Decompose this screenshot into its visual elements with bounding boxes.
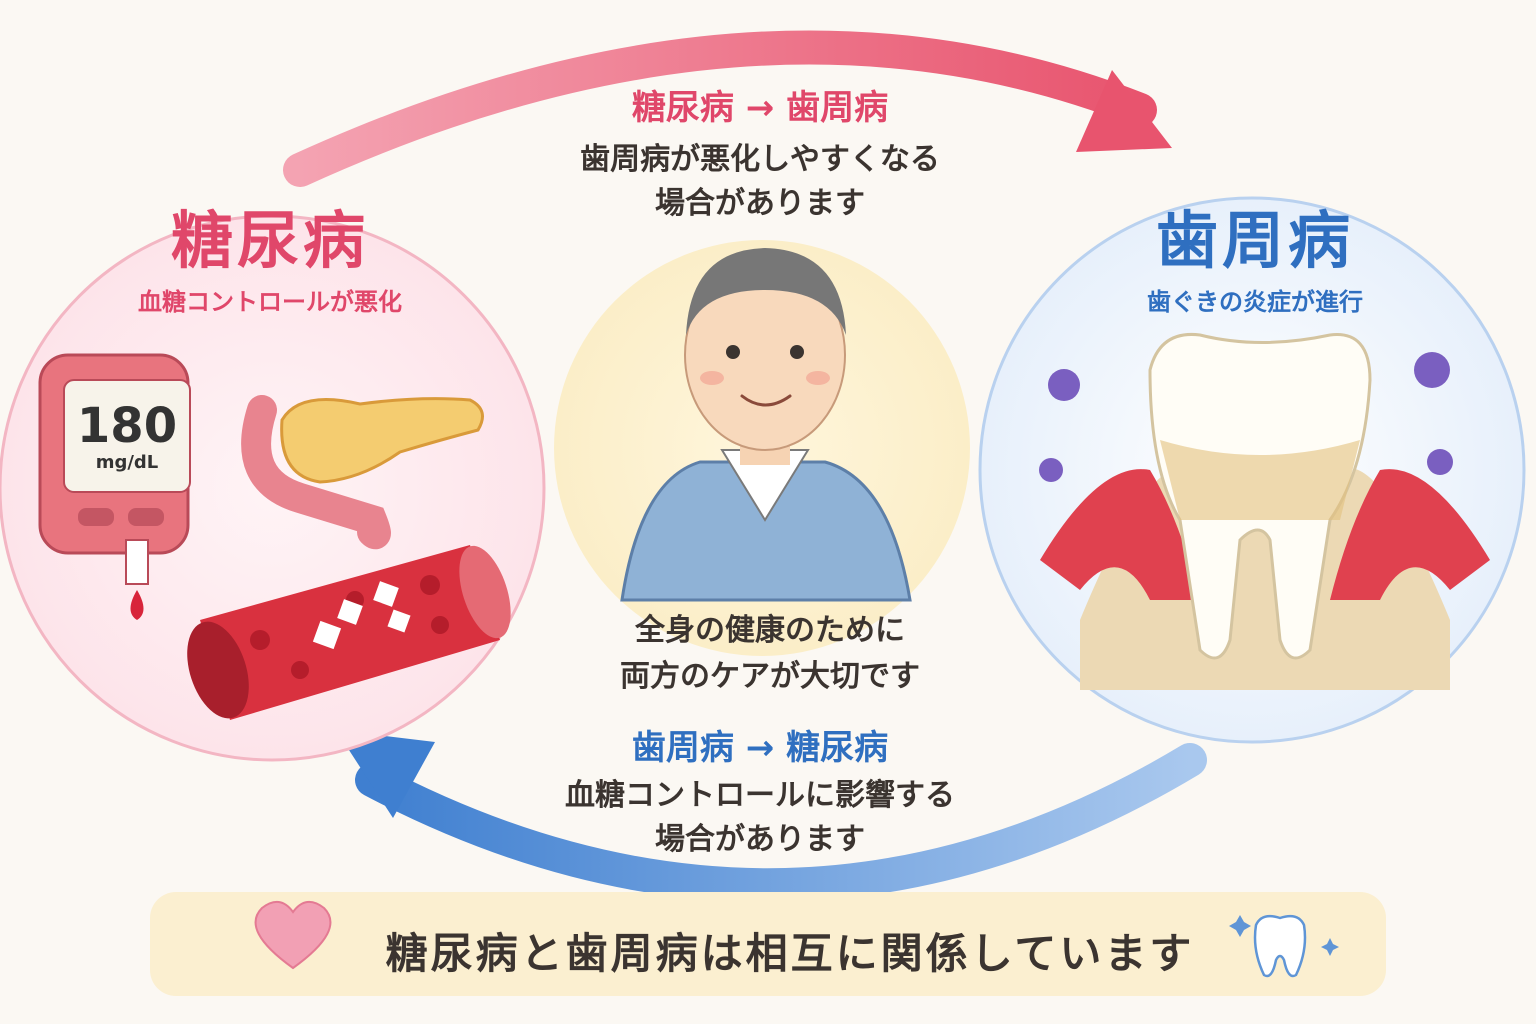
bot-desc-line1: 血糖コントロールに影響する [565,778,955,813]
blood-vessel-icon [187,545,511,720]
top-arrow-description: 歯周病が悪化しやすくなる 場合があります [500,138,1020,226]
periodontal-title: 歯周病 [1155,204,1354,277]
glucose-meter-icon [38,353,191,620]
person-icon [620,248,912,602]
arrow-periodontal-to-diabetes [336,730,1207,903]
center-line1: 全身の健康のために [635,613,905,648]
heart-icon [254,901,332,970]
periodontal-subtitle: 歯ぐきの炎症が進行 [1147,288,1363,316]
tooth-with-gum-icon [1040,332,1490,690]
diabetes-subtitle: 血糖コントロールが悪化 [138,288,402,316]
meter-unit: mg/dL [95,452,159,473]
center-message: 全身の健康のために 両方のケアが大切です [560,608,980,700]
arrow-diabetes-to-periodontal [283,30,1172,187]
bottom-arrow-heading: 歯周病 → 糖尿病 [631,728,889,768]
sparkle-tooth-icon [1229,914,1339,978]
top-desc-line2: 場合があります [655,186,865,221]
bacteria-icon [1039,352,1453,482]
summary-banner [150,892,1386,996]
center-line2: 両方のケアが大切です [620,659,920,694]
pancreas-icon [241,395,484,550]
diabetes-title: 糖尿病 [170,204,369,277]
meter-reading: 180 [76,398,178,454]
top-desc-line1: 歯周病が悪化しやすくなる [580,142,940,177]
top-arrow-heading: 糖尿病 → 歯周病 [631,88,889,128]
summary-text: 糖尿病と歯周病は相互に関係しています [385,929,1195,978]
bot-desc-line2: 場合があります [655,822,865,857]
bottom-arrow-description: 血糖コントロールに影響する 場合があります [500,774,1020,862]
